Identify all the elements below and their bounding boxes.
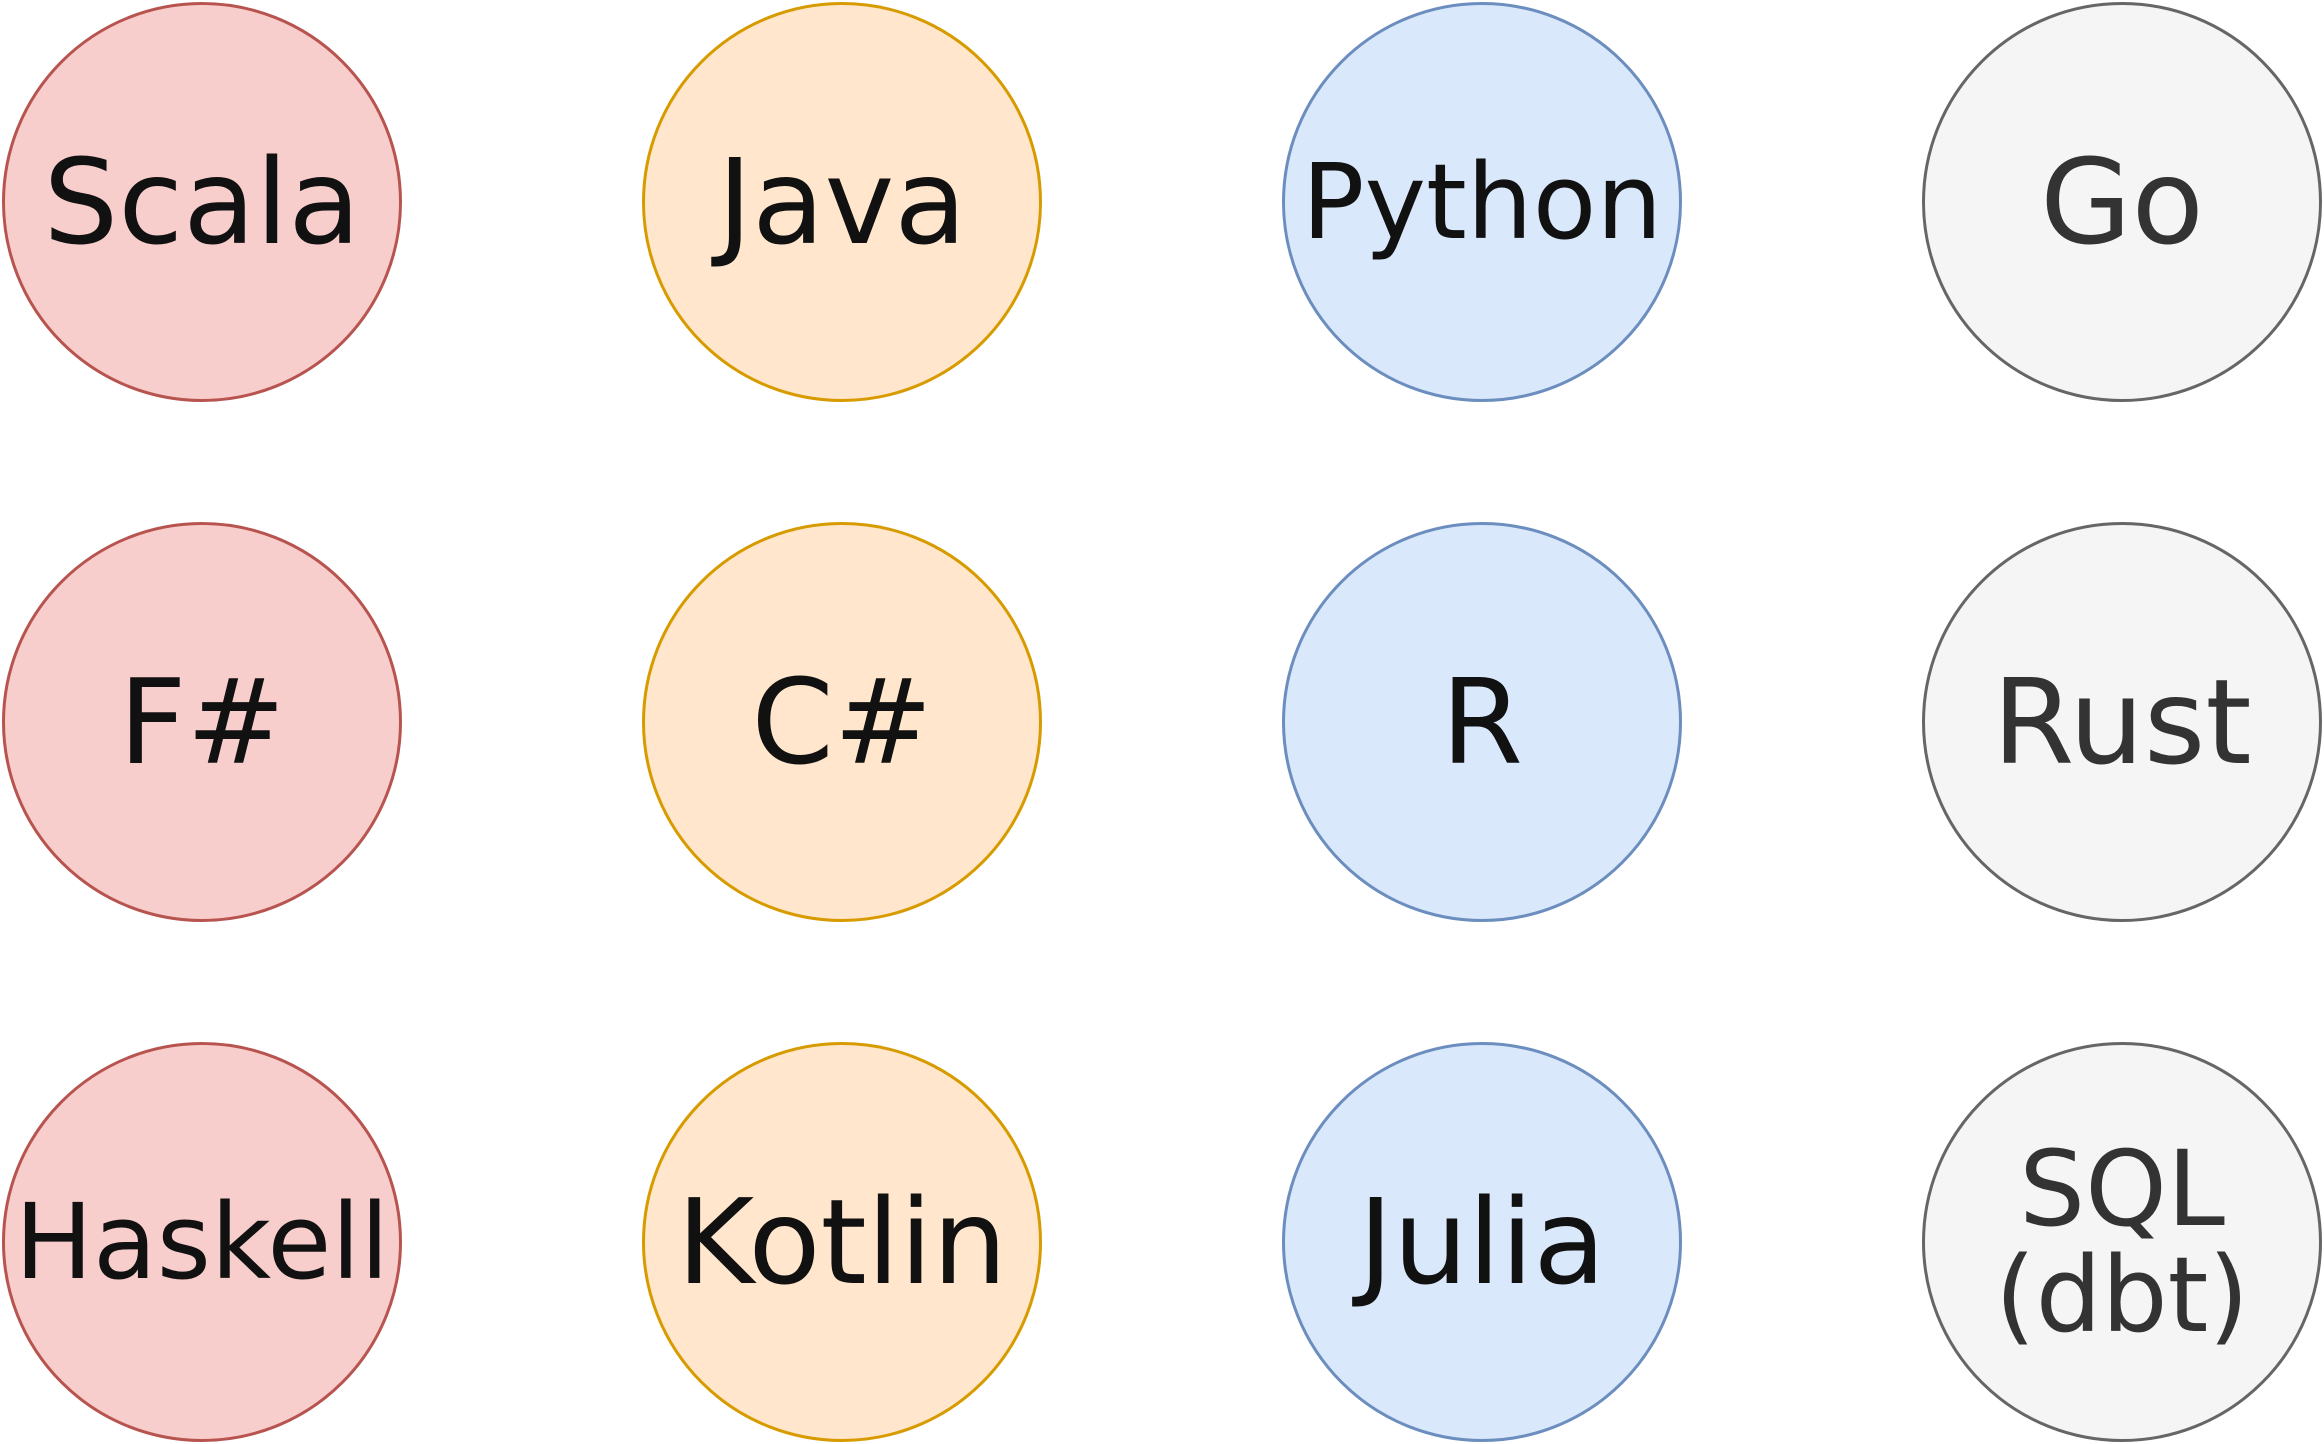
node-r: R: [1282, 522, 1682, 922]
node-fsharp: F#: [2, 522, 402, 922]
node-label-go: Go: [2040, 133, 2204, 271]
node-label-sql-dbt: SQL (dbt): [1995, 1127, 2249, 1356]
node-haskell: Haskell: [2, 1042, 402, 1442]
node-label-rust: Rust: [1992, 653, 2252, 791]
node-go: Go: [1922, 2, 2322, 402]
node-label-fsharp: F#: [118, 653, 286, 791]
node-kotlin: Kotlin: [642, 1042, 1042, 1442]
node-sql-dbt: SQL (dbt): [1922, 1042, 2322, 1442]
node-label-r: R: [1441, 653, 1523, 791]
node-scala: Scala: [2, 2, 402, 402]
node-python: Python: [1282, 2, 1682, 402]
node-label-csharp: C#: [751, 653, 933, 791]
node-label-python: Python: [1301, 141, 1663, 263]
node-label-java: Java: [717, 133, 967, 271]
node-csharp: C#: [642, 522, 1042, 922]
node-label-haskell: Haskell: [14, 1181, 390, 1303]
node-label-kotlin: Kotlin: [676, 1173, 1008, 1311]
node-rust: Rust: [1922, 522, 2322, 922]
node-julia: Julia: [1282, 1042, 1682, 1442]
node-label-scala: Scala: [43, 133, 361, 271]
node-java: Java: [642, 2, 1042, 402]
node-label-julia: Julia: [1358, 1173, 1606, 1311]
